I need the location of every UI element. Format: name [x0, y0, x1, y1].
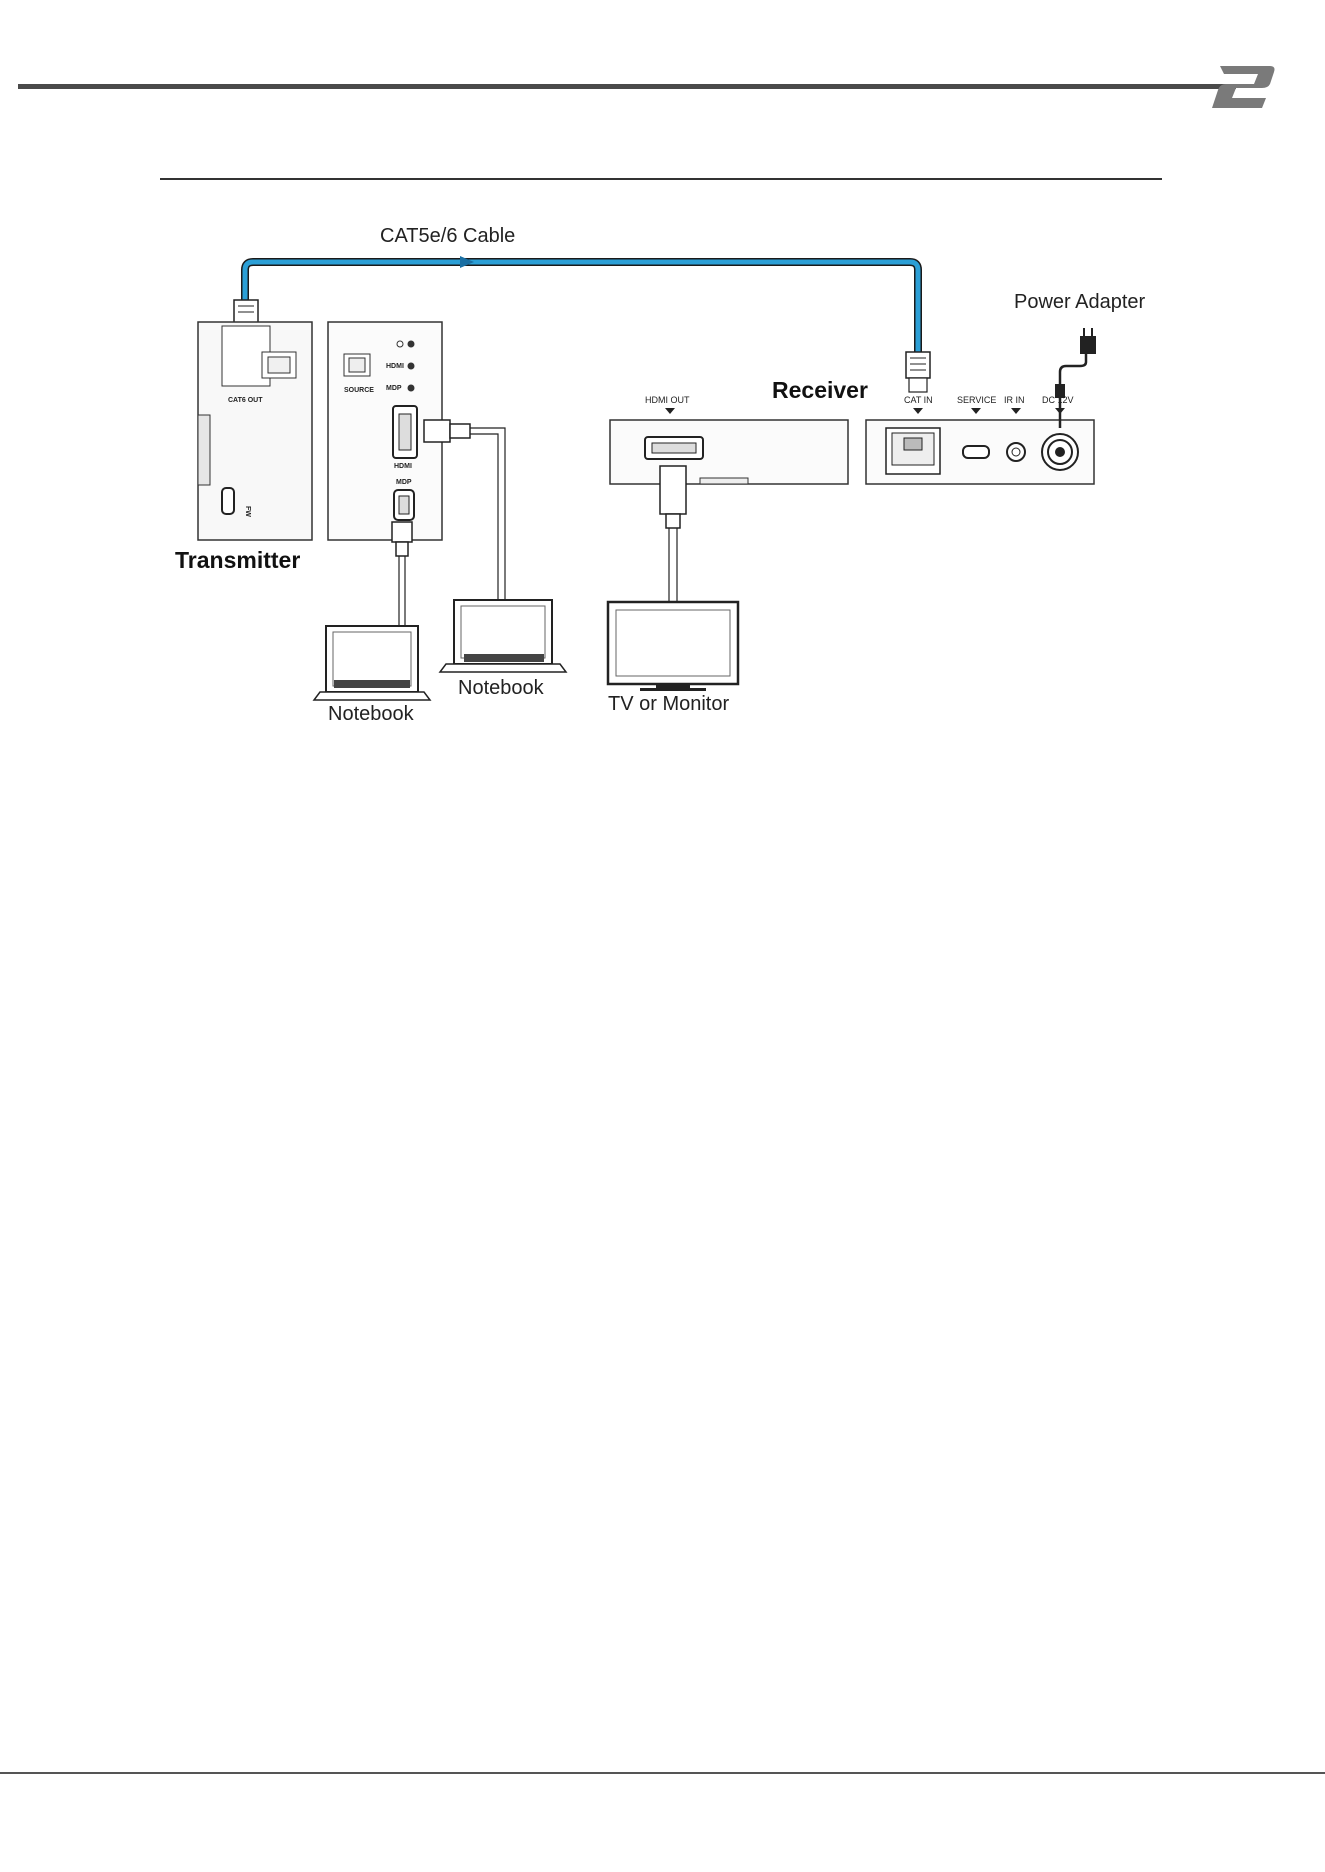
cable-direction-arrow [460, 256, 474, 268]
mdp-cable-transmitter [392, 522, 412, 628]
receiver-rear-panel [866, 420, 1094, 484]
cat-in-port-label: CAT IN [904, 395, 933, 405]
notebook-right [440, 600, 566, 672]
service-port-label: SERVICE [957, 395, 996, 405]
ir-in-port-label: IR IN [1004, 395, 1025, 405]
tv-monitor [608, 602, 738, 691]
mdp-port-label: MDP [396, 479, 412, 486]
rj45-plug-receiver [906, 352, 930, 392]
power-adapter-label: Power Adapter [1014, 291, 1146, 313]
receiver-label: Receiver [772, 377, 868, 403]
receiver-hdmi-side [610, 420, 848, 484]
power-adapter [1055, 328, 1096, 428]
cat-out-port-label: CAT6 OUT [228, 397, 263, 404]
hdmi-out-arrow [665, 408, 675, 414]
mdp-led-label: MDP [386, 385, 402, 392]
cable-label: CAT5e/6 Cable [380, 225, 515, 247]
hdmi-led-label: HDMI [386, 363, 404, 370]
ir-in-arrow [1011, 408, 1021, 414]
footer-rule [0, 1772, 1325, 1774]
tv-monitor-label: TV or Monitor [608, 693, 729, 715]
notebook-left [314, 626, 430, 700]
service-arrow [971, 408, 981, 414]
connection-diagram: CAT5e/6 Cable CAT6 OUT FW Transmitter SO… [0, 0, 1325, 760]
hdmi-out-port-label: HDMI OUT [645, 395, 690, 405]
fw-port-label: FW [244, 506, 251, 517]
transmitter-label: Transmitter [175, 547, 300, 573]
hdmi-cable-receiver [660, 466, 686, 602]
cat-in-arrow [913, 408, 923, 414]
hdmi-port-label: HDMI [394, 463, 412, 470]
notebook-left-label: Notebook [328, 703, 415, 725]
notebook-right-label: Notebook [458, 677, 545, 699]
source-button-label: SOURCE [344, 387, 374, 394]
transmitter-side-unit: CAT6 OUT FW [198, 322, 312, 540]
